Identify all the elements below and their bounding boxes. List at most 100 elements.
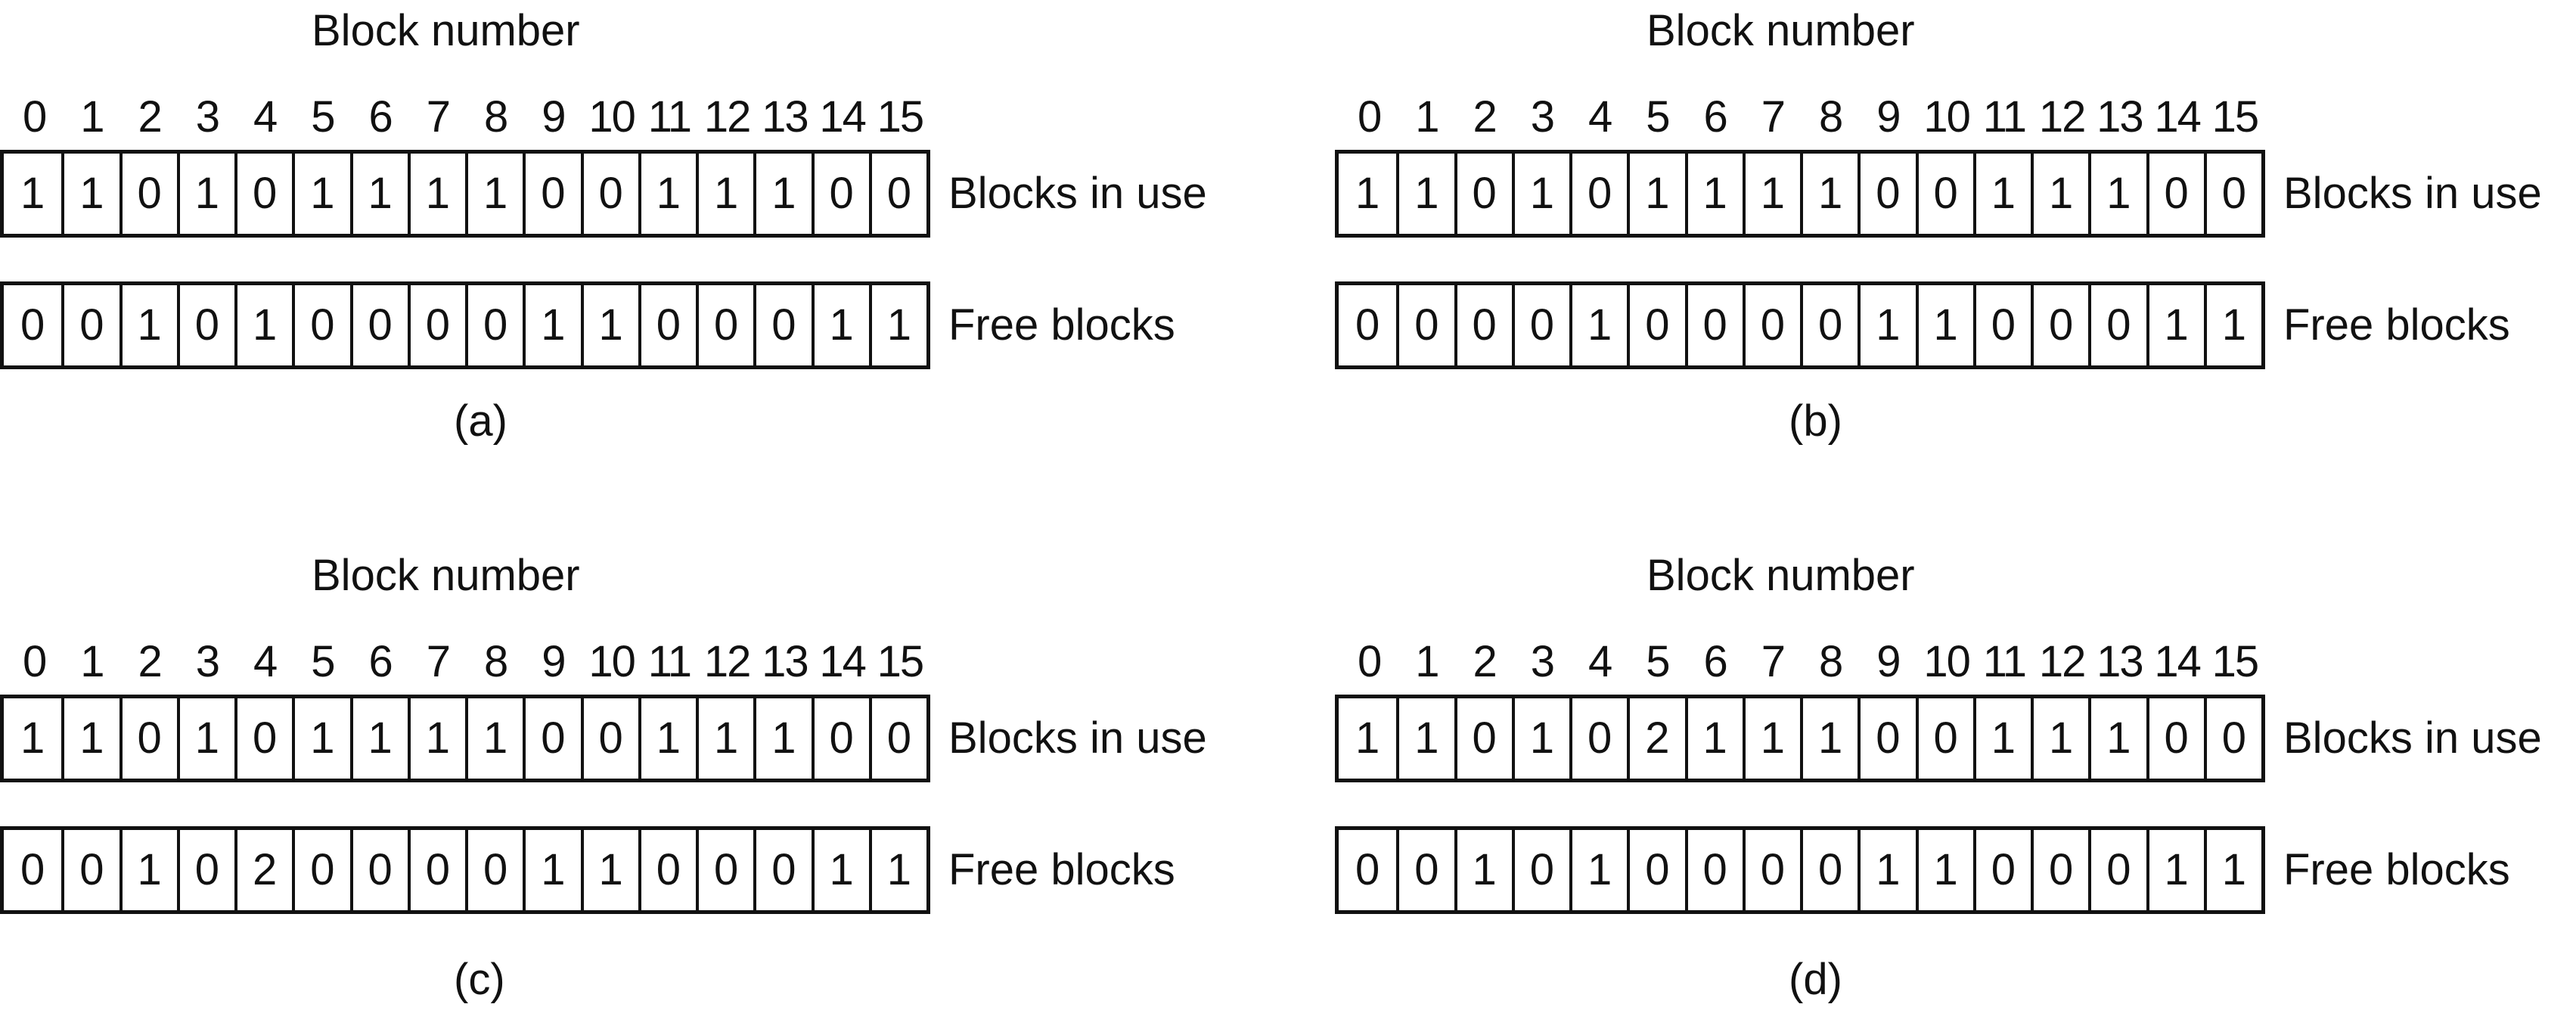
bitmap-cell: 1 [2088, 154, 2146, 234]
bitmap-cell: 1 [1396, 698, 1454, 779]
free-blocks-label: Free blocks [2283, 845, 2510, 894]
block-number-label: 8 [1818, 92, 1844, 141]
block-number-label: 15 [2211, 637, 2260, 686]
bitmap-cell: 1 [1858, 830, 1915, 910]
block-number-label: 14 [2154, 92, 2202, 141]
bitmap-cell: 0 [1684, 830, 1743, 910]
bitmap-cell: 1 [868, 830, 926, 910]
bitmap-cell: 0 [407, 285, 465, 365]
bitmap-cell: 0 [1454, 285, 1512, 365]
bitmap-cell: 1 [119, 285, 177, 365]
block-number-label: 1 [1415, 637, 1440, 686]
block-number-label: 9 [1876, 637, 1901, 686]
bitmap-cell: 0 [2088, 285, 2146, 365]
block-number-label: 13 [2096, 637, 2144, 686]
block-number-label: 11 [647, 92, 692, 141]
bitmap-cell: 0 [1684, 285, 1743, 365]
block-number-label: 7 [1761, 92, 1786, 141]
bitmap-cell: 2 [234, 830, 292, 910]
block-number-label: 15 [2211, 92, 2260, 141]
bitmap-cell: 0 [2088, 830, 2146, 910]
bitmap-cell: 0 [811, 154, 869, 234]
bitmap-cell: 0 [638, 830, 696, 910]
bitmap-cell: 0 [1858, 698, 1915, 779]
bitmap-cell: 0 [1627, 830, 1684, 910]
panel-title: Block number [312, 551, 580, 600]
bitmap-cell: 1 [696, 698, 753, 779]
bitmap-cell: 1 [176, 154, 234, 234]
bitmap-cell: 1 [1800, 154, 1858, 234]
block-number-label: 4 [253, 637, 278, 686]
bitmap-cell: 1 [1915, 285, 1973, 365]
block-number-label: 6 [1703, 637, 1728, 686]
bitmap-cell: 0 [349, 830, 408, 910]
bitmap-cell: 1 [119, 830, 177, 910]
bitmap-cell: 1 [2088, 698, 2146, 779]
bitmap-cell: 1 [1355, 713, 1380, 763]
block-number-label: 4 [1587, 637, 1613, 686]
bitmap-cell: 0 [292, 285, 349, 365]
bitmap-cell: 1 [20, 169, 45, 218]
bitmap-cell: 1 [465, 698, 523, 779]
block-number-label: 11 [647, 637, 692, 686]
block-number-label: 0 [1357, 92, 1383, 141]
bitmap-cell: 0 [1511, 830, 1569, 910]
block-number-label: 3 [1530, 92, 1555, 141]
bitmap-cell: 0 [61, 285, 119, 365]
block-number-label: 10 [1923, 637, 1971, 686]
bitmap-cell: 0 [523, 154, 580, 234]
bitmap-cell: 1 [1742, 698, 1800, 779]
block-number-label: 7 [426, 92, 451, 141]
bitmap-cell: 1 [1569, 830, 1627, 910]
block-number-label: 3 [195, 637, 220, 686]
bitmap-cell: 1 [638, 154, 696, 234]
bitmap-cell: 1 [1396, 154, 1454, 234]
block-number-label: 5 [1646, 92, 1671, 141]
bitmap-cell: 1 [696, 154, 753, 234]
bitmap-cell: 1 [1800, 698, 1858, 779]
bitmap-cell: 1 [753, 154, 811, 234]
block-number-label: 1 [1415, 92, 1440, 141]
bitmap-cell: 1 [1972, 698, 2031, 779]
bitmap-cell: 1 [61, 698, 119, 779]
bitmap-cell: 1 [1972, 154, 2031, 234]
bitmap-cell: 1 [61, 154, 119, 234]
block-number-label: 0 [22, 92, 48, 141]
bitmap-cell: 1 [2031, 154, 2088, 234]
bitmap-cell: 0 [234, 698, 292, 779]
block-number-label: 5 [1646, 637, 1671, 686]
bitmap-cell: 1 [1627, 154, 1684, 234]
bitmap-cell: 1 [523, 285, 580, 365]
bitmap-cell: 1 [2203, 830, 2261, 910]
bitmap-cell: 0 [638, 285, 696, 365]
bitmap-cell: 0 [1800, 285, 1858, 365]
bitmap-cell: 0 [2203, 154, 2261, 234]
bitmap-cell: 0 [1742, 830, 1800, 910]
block-number-label: 3 [1530, 637, 1555, 686]
panel-title: Block number [312, 6, 580, 55]
bitmap-cell: 0 [523, 698, 580, 779]
panel-title: Block number [1646, 551, 1915, 600]
bitmap-cell: 0 [20, 300, 45, 350]
block-number-label: 14 [2154, 637, 2202, 686]
bitmap-cell: 1 [1454, 830, 1512, 910]
bitmap-cell: 0 [696, 285, 753, 365]
blocks-in-use-label: Blocks in use [2283, 169, 2542, 218]
bitmap-cell: 0 [1972, 830, 2031, 910]
bitmap-cell: 1 [292, 154, 349, 234]
bitmap-cell: 1 [580, 285, 638, 365]
bitmap-cell: 0 [1454, 698, 1512, 779]
bitmap-cell: 0 [234, 154, 292, 234]
bitmap-cell: 1 [1511, 698, 1569, 779]
block-number-label: 2 [138, 637, 163, 686]
